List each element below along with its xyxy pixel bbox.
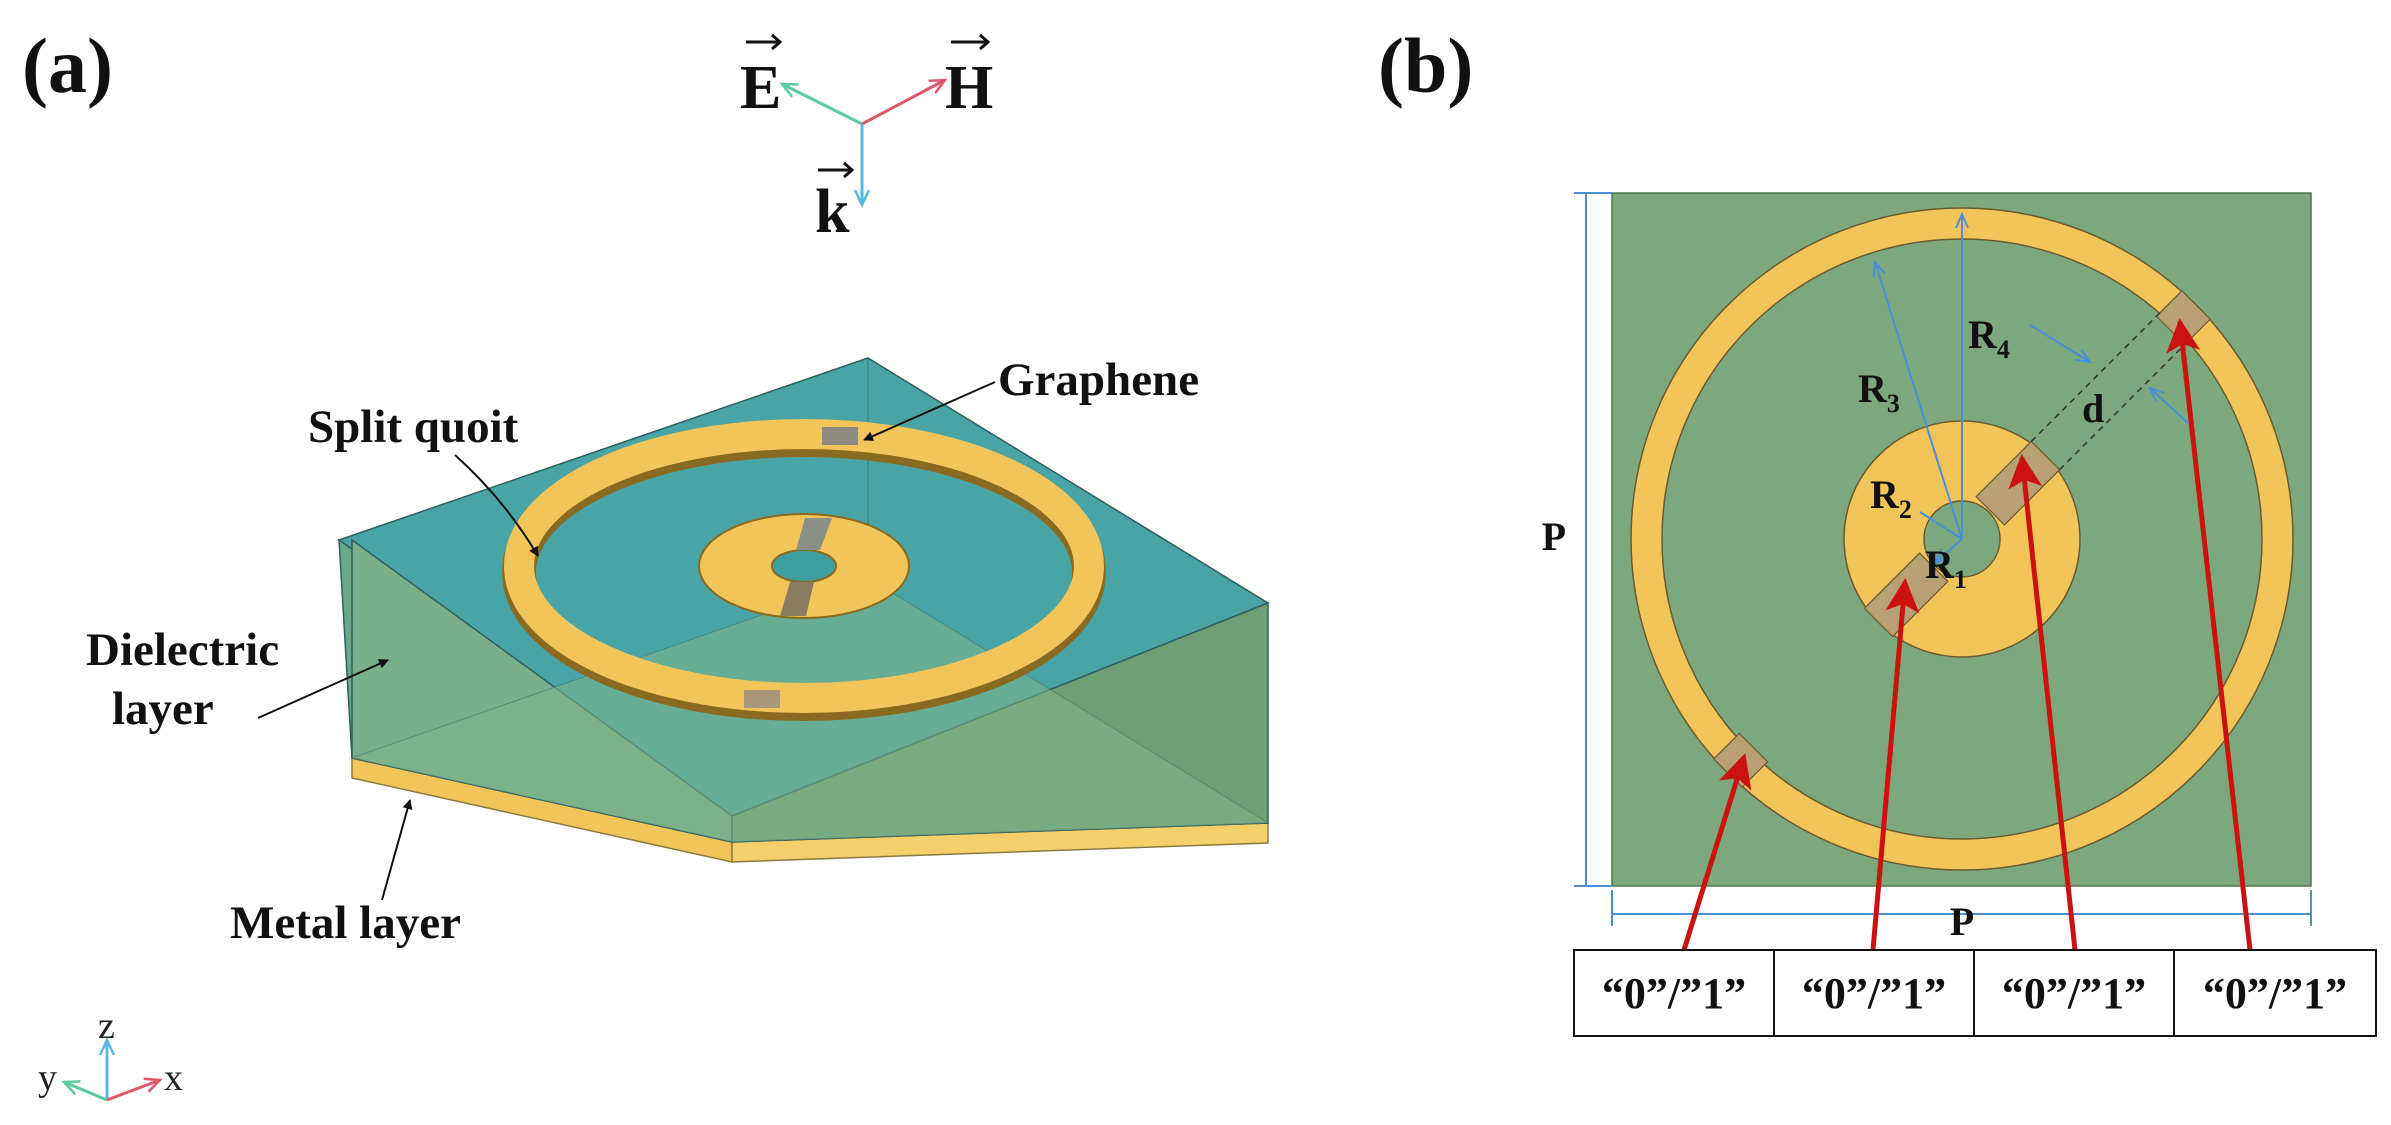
d-arrow-1 <box>2029 324 2090 362</box>
r1-line <box>1935 538 1963 563</box>
state-cell: “0”/”1” <box>1602 969 1746 1018</box>
graphene-callout: Graphene <box>998 354 1199 406</box>
e-label: E <box>740 54 781 122</box>
k-label: k <box>815 178 850 246</box>
state-arrow-3 <box>2008 454 2078 951</box>
r4-label: R4 <box>1968 312 2010 364</box>
y-axis <box>64 1082 108 1102</box>
e-overarrow-icon <box>746 33 783 51</box>
x-axis <box>106 1080 160 1102</box>
r1-label: R1 <box>1925 542 1967 594</box>
gap-guide-lower <box>2059 340 2189 471</box>
state-cell: “0”/”1” <box>2203 969 2347 1018</box>
dielectric-callout-1: Dielectric <box>86 624 279 676</box>
state-arrow-2 <box>1870 578 1920 951</box>
graphene-patch-inner-top <box>796 518 832 550</box>
coordinate-axes: z x y <box>38 1005 183 1102</box>
r3-line <box>1875 262 1963 540</box>
state-arrow-1 <box>1681 753 1752 951</box>
d-arrow-2 <box>2150 388 2191 426</box>
split-quoit-pointer <box>454 454 539 557</box>
state-cell: “0”/”1” <box>1802 969 1946 1018</box>
graphene-patch-inner-bottom <box>780 582 814 616</box>
state-table: “0”/”1” “0”/”1” “0”/”1” “0”/”1” <box>1573 949 2377 1037</box>
panel-a-label: (a) <box>22 22 113 109</box>
metal-pointer <box>381 799 413 901</box>
h-overarrow-icon <box>951 33 991 51</box>
unit-cell-3d <box>337 357 1270 863</box>
h-field-vector <box>861 80 945 126</box>
z-axis-label: z <box>98 1005 115 1047</box>
outer-split-ring <box>502 419 1106 721</box>
outer-ring-gold <box>504 419 1104 713</box>
state-pointers <box>1681 318 2253 951</box>
split-quoit-callout: Split quoit <box>308 401 519 453</box>
state-arrow-4 <box>2166 318 2253 951</box>
dielectric-pointer <box>257 659 389 719</box>
p-vertical-label: P <box>1542 514 1566 559</box>
state-cell: “0”/”1” <box>2002 969 2146 1018</box>
panel-b-label: (b) <box>1378 22 1473 109</box>
r2-line <box>1919 511 1963 540</box>
r2-label: R2 <box>1870 472 1912 524</box>
r3-label: R3 <box>1858 366 1900 418</box>
graphene-patch-bottom <box>744 690 780 708</box>
p-horizontal-label: P <box>1950 899 1974 944</box>
d-label: d <box>2082 386 2104 431</box>
polarization-triad: E H k <box>740 33 993 246</box>
dielectric-callout-2: layer <box>112 683 214 735</box>
y-axis-label: y <box>38 1057 57 1099</box>
top-view: R4 R3 R2 R1 d P P <box>1542 192 2312 944</box>
gap-guide-upper <box>2030 312 2161 442</box>
graphene-patch-top <box>822 427 858 445</box>
inner-ring-hole <box>771 549 837 583</box>
e-field-vector <box>782 82 863 126</box>
metal-callout: Metal layer <box>230 897 461 949</box>
k-overarrow-icon <box>818 161 855 179</box>
x-axis-label: x <box>164 1057 183 1099</box>
inner-split-ring <box>698 513 910 619</box>
h-label: H <box>945 54 993 122</box>
graphene-pointer <box>863 381 996 441</box>
